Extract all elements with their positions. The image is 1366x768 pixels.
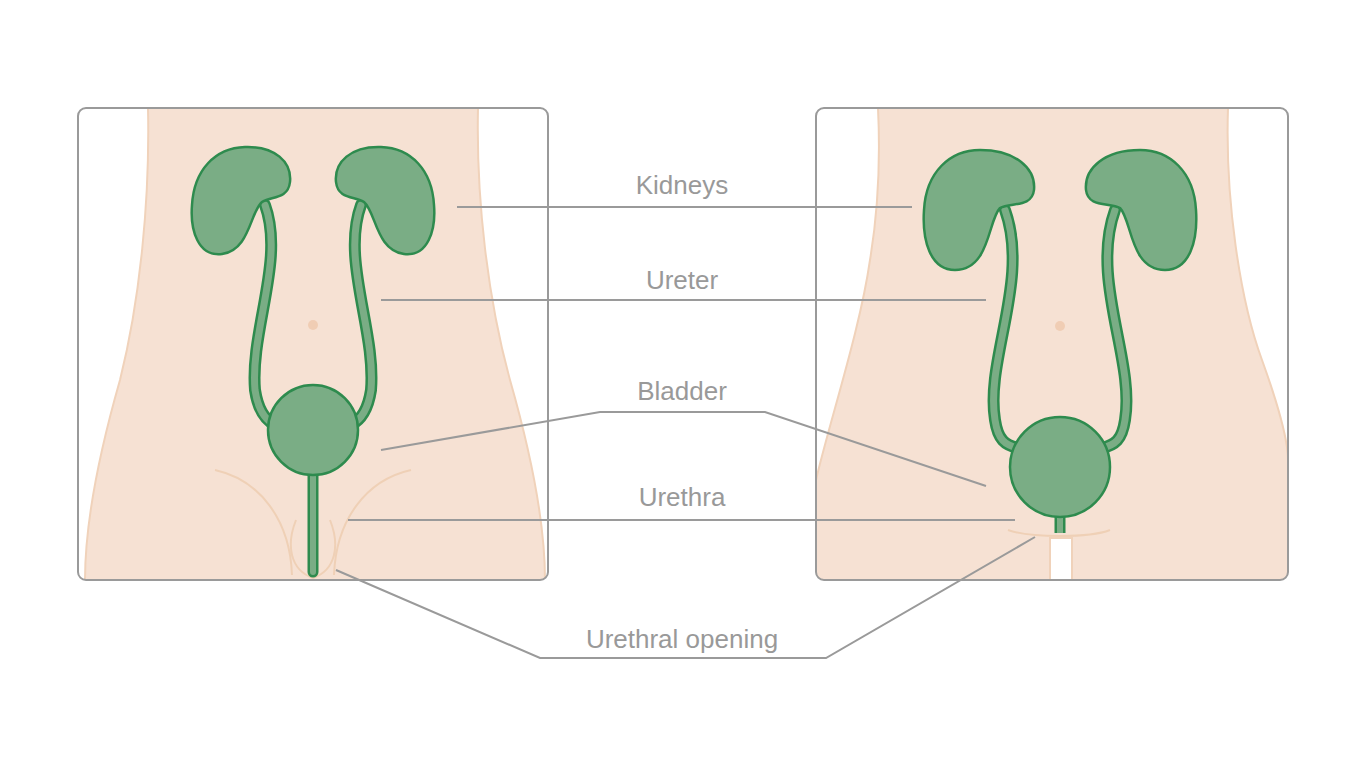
part-label: Ureter bbox=[646, 267, 718, 293]
leader-line bbox=[457, 206, 912, 208]
leader-line bbox=[336, 537, 1035, 658]
urethra bbox=[308, 470, 319, 572]
ureter bbox=[255, 205, 275, 425]
panel-frame bbox=[816, 108, 1288, 580]
part-label: Urethral opening bbox=[586, 626, 778, 652]
kidney bbox=[924, 150, 1034, 270]
part-label: Urethra bbox=[639, 484, 726, 510]
ureter bbox=[994, 210, 1018, 448]
ureter bbox=[351, 205, 371, 425]
navel bbox=[1055, 321, 1065, 331]
kidney bbox=[336, 147, 434, 254]
leader-line bbox=[348, 519, 1015, 521]
ureter bbox=[1102, 210, 1126, 448]
leader-line bbox=[381, 299, 986, 301]
panel-frame bbox=[78, 108, 548, 580]
right-panel-body bbox=[816, 108, 1288, 580]
left-panel-body bbox=[85, 108, 545, 580]
ureter bbox=[351, 205, 371, 425]
ureter bbox=[1102, 210, 1126, 448]
leader-line bbox=[381, 412, 986, 486]
torso bbox=[85, 108, 545, 580]
left-urinary-system bbox=[192, 147, 435, 572]
kidney bbox=[192, 147, 290, 254]
navel bbox=[308, 320, 318, 330]
leader-lines bbox=[336, 207, 1035, 658]
kidney bbox=[1086, 150, 1196, 270]
groin-outline bbox=[215, 470, 411, 578]
bladder bbox=[268, 385, 358, 475]
torso bbox=[816, 108, 1288, 580]
part-label: Kidneys bbox=[636, 172, 729, 198]
urethra bbox=[310, 470, 316, 572]
ureter bbox=[255, 205, 275, 425]
ureter bbox=[994, 210, 1018, 448]
right-urinary-system bbox=[924, 150, 1197, 533]
part-label: Bladder bbox=[637, 378, 727, 404]
bladder bbox=[1010, 417, 1110, 517]
